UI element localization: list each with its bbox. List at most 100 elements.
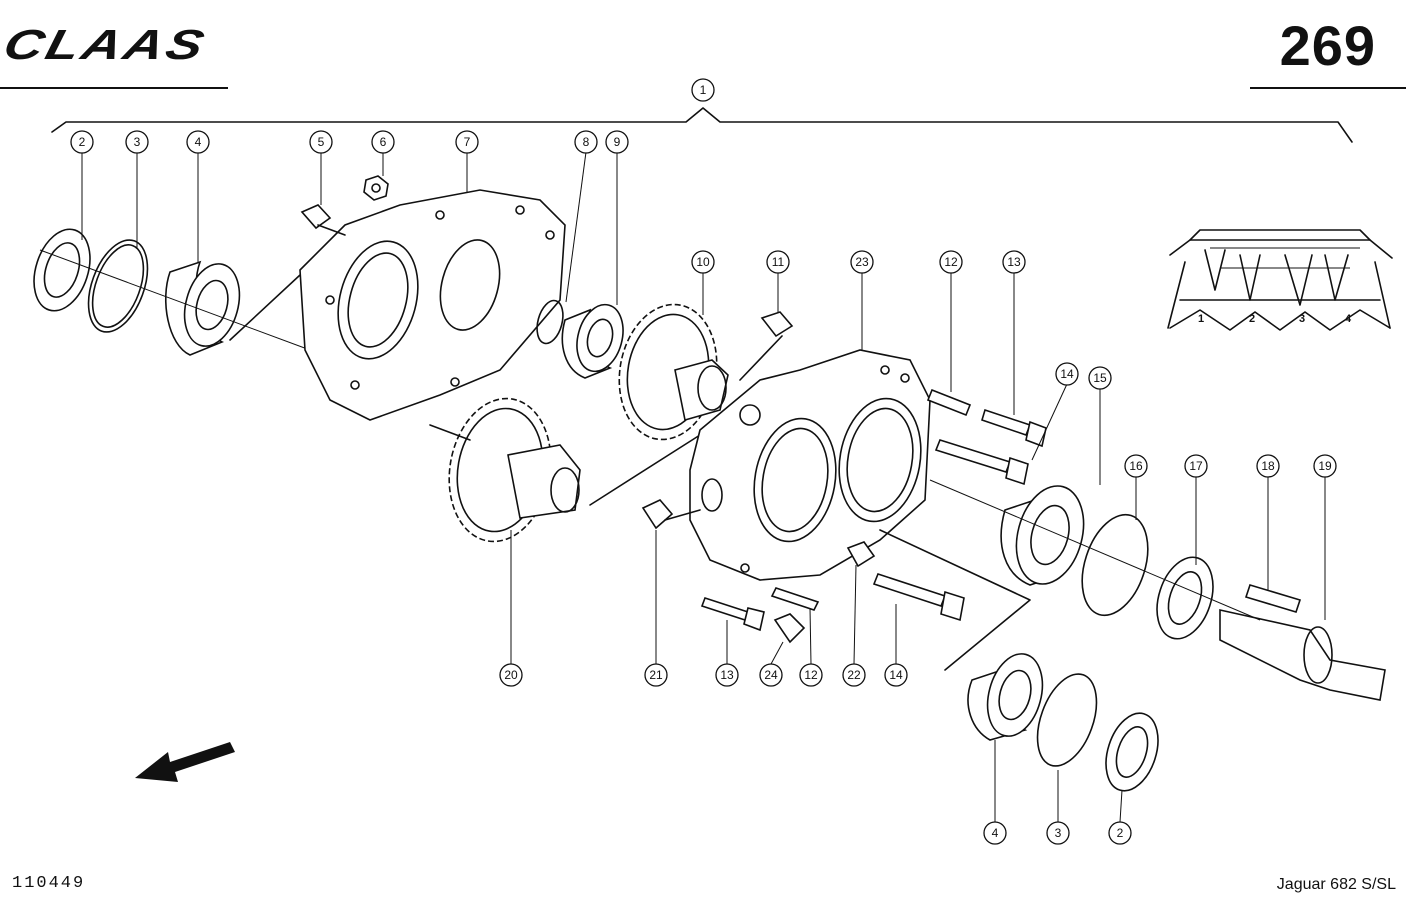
circlip-lower-3 bbox=[1036, 673, 1098, 767]
svg-text:18: 18 bbox=[1261, 459, 1275, 473]
callout-17: 17 bbox=[1184, 454, 1208, 478]
svg-text:13: 13 bbox=[1007, 255, 1021, 269]
svg-text:1: 1 bbox=[700, 83, 707, 97]
svg-text:12: 12 bbox=[944, 255, 958, 269]
svg-text:23: 23 bbox=[855, 255, 869, 269]
svg-text:22: 22 bbox=[847, 668, 861, 682]
callout-12-upper: 12 bbox=[939, 250, 963, 274]
callout-15: 15 bbox=[1088, 366, 1112, 390]
callout-19: 19 bbox=[1313, 454, 1337, 478]
svg-text:21: 21 bbox=[649, 668, 663, 682]
seal-ring-17 bbox=[1156, 556, 1214, 640]
callout-4: 4 bbox=[186, 130, 210, 154]
svg-text:4: 4 bbox=[992, 826, 999, 840]
leader-lines bbox=[81, 151, 1326, 823]
bolt-14-lower bbox=[872, 573, 965, 622]
circlip-8 bbox=[536, 299, 564, 345]
header-position-label: 3 bbox=[1299, 313, 1305, 325]
svg-text:14: 14 bbox=[1060, 367, 1074, 381]
page-number: 269 bbox=[1279, 14, 1376, 77]
hex-nut-6 bbox=[363, 175, 389, 201]
callout-18: 18 bbox=[1256, 454, 1280, 478]
header-position-label: 2 bbox=[1249, 313, 1255, 325]
callout-5: 5 bbox=[309, 130, 333, 154]
callout-24: 24 bbox=[759, 663, 783, 687]
svg-text:14: 14 bbox=[889, 668, 903, 682]
bearing-9 bbox=[561, 303, 624, 379]
gearbox-housing bbox=[689, 349, 931, 581]
plug-screw-11 bbox=[739, 311, 794, 381]
bearing-15 bbox=[1000, 485, 1085, 586]
svg-text:7: 7 bbox=[464, 135, 471, 149]
callout-2: 2 bbox=[70, 130, 94, 154]
svg-text:11: 11 bbox=[772, 255, 785, 269]
header-position-label: 1 bbox=[1198, 313, 1204, 325]
svg-text:15: 15 bbox=[1093, 371, 1107, 385]
header-position-label: 4 bbox=[1345, 313, 1352, 325]
header-overview-schematic: 1 2 3 4 bbox=[1167, 229, 1393, 331]
callout-2-lower: 2 bbox=[1108, 821, 1132, 845]
svg-text:6: 6 bbox=[380, 135, 387, 149]
callout-3-lower: 3 bbox=[1046, 821, 1070, 845]
plug-21 bbox=[641, 499, 674, 530]
svg-text:5: 5 bbox=[318, 135, 325, 149]
callout-20: 20 bbox=[499, 663, 523, 687]
feather-key-18 bbox=[1244, 584, 1302, 613]
header-rule-left bbox=[0, 87, 228, 89]
callout-4-lower: 4 bbox=[983, 821, 1007, 845]
drive-shaft-19 bbox=[1219, 609, 1386, 701]
callout-9: 9 bbox=[605, 130, 629, 154]
drawing-number: 110449 bbox=[12, 874, 86, 893]
callout-14-upper: 14 bbox=[1055, 362, 1079, 386]
svg-text:10: 10 bbox=[696, 255, 710, 269]
callout-12-lower: 12 bbox=[799, 663, 823, 687]
bolt-14-upper bbox=[934, 439, 1029, 486]
svg-text:9: 9 bbox=[614, 135, 621, 149]
callout-6: 6 bbox=[371, 130, 395, 154]
plug-24 bbox=[773, 613, 806, 644]
circlip-left bbox=[87, 239, 149, 333]
callout-23: 23 bbox=[850, 250, 874, 274]
svg-text:12: 12 bbox=[804, 668, 818, 682]
seal-ring-left bbox=[33, 228, 91, 312]
callout-11: 11 bbox=[766, 250, 790, 274]
svg-text:17: 17 bbox=[1189, 459, 1203, 473]
model-name: Jaguar 682 S/SL bbox=[1276, 876, 1396, 893]
plug-22 bbox=[846, 541, 876, 568]
callout-1: 1 bbox=[691, 78, 715, 102]
svg-text:24: 24 bbox=[764, 668, 778, 682]
svg-text:2: 2 bbox=[79, 135, 86, 149]
callout-22: 22 bbox=[842, 663, 866, 687]
callout-14-lower: 14 bbox=[884, 663, 908, 687]
bolt-13-lower bbox=[700, 597, 765, 632]
direction-arrow bbox=[135, 742, 235, 782]
gear-20 bbox=[448, 397, 581, 543]
bolt-13-upper bbox=[981, 408, 1047, 448]
circlip-16 bbox=[1081, 513, 1149, 617]
dowel-pin-12-lower bbox=[770, 587, 820, 611]
callout-8: 8 bbox=[574, 130, 598, 154]
gear-10 bbox=[618, 303, 729, 441]
svg-text:8: 8 bbox=[583, 135, 590, 149]
callout-7: 7 bbox=[455, 130, 479, 154]
dowel-pin-12-upper bbox=[926, 388, 972, 417]
bearing-lower-4 bbox=[967, 653, 1044, 741]
svg-text:16: 16 bbox=[1129, 459, 1143, 473]
svg-text:13: 13 bbox=[720, 668, 734, 682]
svg-text:3: 3 bbox=[134, 135, 141, 149]
svg-text:2: 2 bbox=[1117, 826, 1124, 840]
callout-13-lower: 13 bbox=[715, 663, 739, 687]
header-rule-right bbox=[1250, 87, 1406, 89]
assembly-bracket bbox=[51, 107, 1353, 143]
bearing-left bbox=[164, 260, 241, 356]
callout-10: 10 bbox=[691, 250, 715, 274]
callout-21: 21 bbox=[644, 663, 668, 687]
svg-text:19: 19 bbox=[1318, 459, 1332, 473]
housing-cover bbox=[299, 189, 566, 421]
seal-ring-lower-2 bbox=[1105, 712, 1159, 792]
svg-text:20: 20 bbox=[504, 668, 518, 682]
svg-text:4: 4 bbox=[195, 135, 202, 149]
callout-3: 3 bbox=[125, 130, 149, 154]
callout-16: 16 bbox=[1124, 454, 1148, 478]
